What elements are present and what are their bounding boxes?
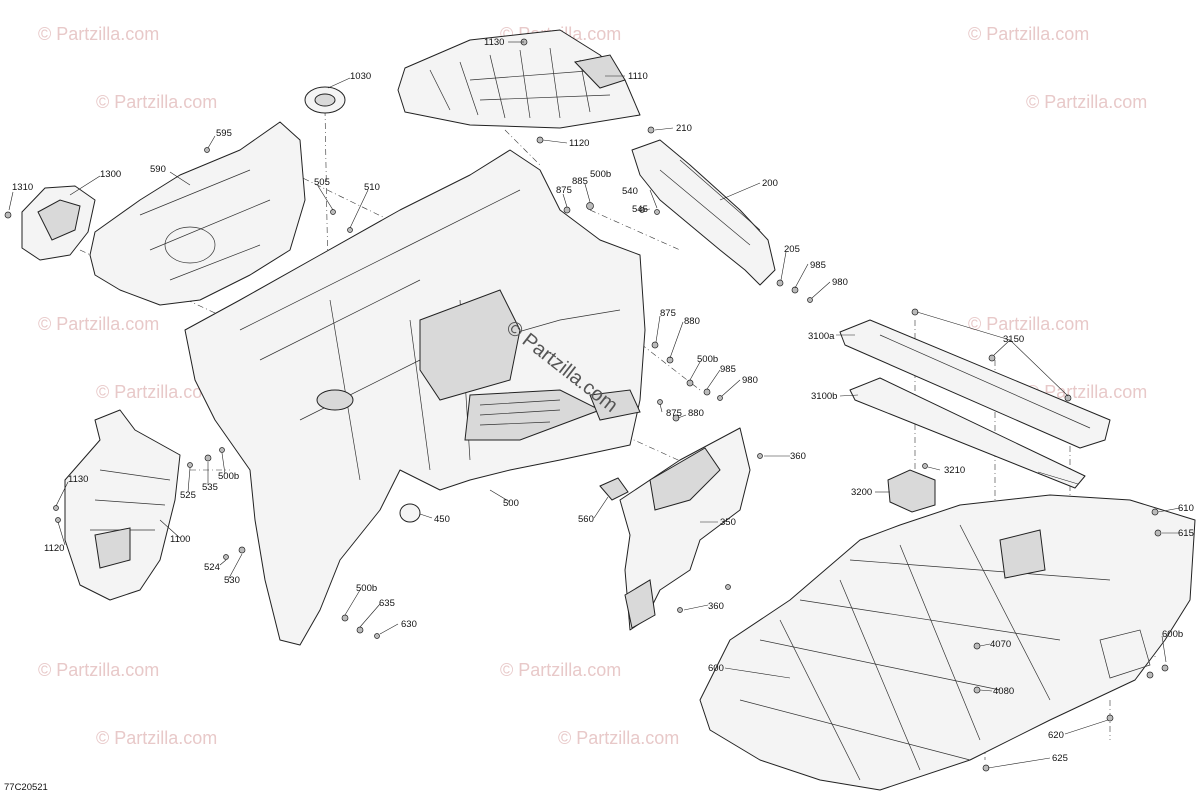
callout-label[interactable]: 545 bbox=[632, 204, 648, 215]
callout-label[interactable]: 4080 bbox=[993, 686, 1014, 697]
part-1110-top-cover bbox=[397, 29, 641, 129]
callout-label[interactable]: 4070 bbox=[990, 639, 1011, 650]
watermark: © Partzilla.com bbox=[968, 24, 1089, 44]
callout-label[interactable]: 600 bbox=[708, 663, 724, 674]
part-350-panel bbox=[619, 427, 751, 631]
callout-label[interactable]: 205 bbox=[784, 244, 800, 255]
callout-label[interactable]: 1300 bbox=[100, 169, 121, 180]
callout-label[interactable]: 3100a bbox=[808, 331, 835, 342]
callout-label[interactable]: 210 bbox=[676, 123, 692, 134]
watermark: © Partzilla.com bbox=[1026, 92, 1147, 112]
callout-label[interactable]: 875 bbox=[660, 308, 676, 319]
callout-label[interactable]: 1310 bbox=[12, 182, 33, 193]
watermark: © Partzilla.com bbox=[38, 24, 159, 44]
part-590-side-panel bbox=[89, 121, 306, 306]
callout-label[interactable]: 500b bbox=[356, 583, 377, 594]
callout-label[interactable]: 880 bbox=[688, 408, 704, 419]
diagram-reference-code: 77C20521 bbox=[4, 782, 48, 793]
callout-label[interactable]: 350 bbox=[720, 517, 736, 528]
watermark: © Partzilla.com bbox=[38, 660, 159, 680]
callout-label[interactable]: 615 bbox=[1178, 528, 1194, 539]
callout-label[interactable]: 1120 bbox=[44, 543, 64, 554]
callout-label[interactable]: 590 bbox=[150, 164, 166, 175]
callout-labels: 1130 1110 1120 1030 210 200 595 590 1300… bbox=[12, 37, 1194, 764]
callout-label[interactable]: 620 bbox=[1048, 730, 1064, 741]
callout-label[interactable]: 530 bbox=[224, 575, 240, 586]
part-600-floor-pan bbox=[699, 494, 1196, 791]
watermark: © Partzilla.com bbox=[38, 314, 159, 334]
fasteners bbox=[4, 38, 1169, 772]
part-3200-latch bbox=[887, 469, 936, 513]
callout-label[interactable]: 1120 bbox=[569, 138, 589, 149]
callout-label[interactable]: 595 bbox=[216, 128, 232, 139]
callout-label[interactable]: 875 bbox=[556, 185, 572, 196]
callout-label[interactable]: 3100b bbox=[811, 391, 837, 402]
callout-label[interactable]: 1100 bbox=[170, 534, 190, 545]
callout-label[interactable]: 985 bbox=[810, 260, 826, 271]
callout-label[interactable]: 1130 bbox=[484, 37, 504, 48]
part-450-grommet bbox=[399, 503, 421, 523]
part-200-bracket bbox=[631, 139, 776, 286]
callout-label[interactable]: 625 bbox=[1052, 753, 1068, 764]
callout-label[interactable]: 535 bbox=[202, 482, 218, 493]
watermark: © Partzilla.com bbox=[558, 728, 679, 748]
part-500-main-body bbox=[184, 149, 646, 646]
callout-label[interactable]: 980 bbox=[832, 277, 848, 288]
callout-label[interactable]: 875 bbox=[666, 408, 682, 419]
watermark: © Partzilla.com bbox=[500, 660, 621, 680]
callout-label[interactable]: 540 bbox=[622, 186, 638, 197]
callout-label[interactable]: 500b bbox=[697, 354, 718, 365]
callout-label[interactable]: 510 bbox=[364, 182, 380, 193]
watermark: © Partzilla.com bbox=[96, 728, 217, 748]
callout-label[interactable]: 505 bbox=[314, 177, 330, 188]
part-1030-grommet bbox=[304, 86, 346, 114]
callout-label[interactable]: 524 bbox=[204, 562, 220, 573]
callout-label[interactable]: 500 bbox=[503, 498, 519, 509]
callout-label[interactable]: 500b bbox=[218, 471, 239, 482]
watermark: © Partzilla.com bbox=[968, 314, 1089, 334]
callout-label[interactable]: 1030 bbox=[350, 71, 371, 82]
part-1100-lower-cover bbox=[64, 409, 181, 601]
callout-label[interactable]: 885 bbox=[572, 176, 588, 187]
callout-label[interactable]: 3200 bbox=[851, 487, 872, 498]
callout-label[interactable]: 985 bbox=[720, 364, 736, 375]
callout-label[interactable]: 3150 bbox=[1003, 334, 1024, 345]
leader-lines bbox=[8, 41, 1181, 769]
callout-label[interactable]: 200 bbox=[762, 178, 778, 189]
part-560-clip bbox=[599, 477, 629, 501]
watermark: © Partzilla.com bbox=[96, 92, 217, 112]
callout-label[interactable]: 450 bbox=[434, 514, 450, 525]
watermark: © Partzilla.com bbox=[96, 382, 217, 402]
part-3100a-plate bbox=[839, 319, 1111, 449]
watermark-layer: © Partzilla.com © Partzilla.com © Partzi… bbox=[38, 24, 1147, 748]
callout-label[interactable]: 500b bbox=[590, 169, 611, 180]
watermark: © Partzilla.com bbox=[1026, 382, 1147, 402]
part-1300-small-cover bbox=[21, 185, 96, 261]
callout-label[interactable]: 610 bbox=[1178, 503, 1194, 514]
callout-label[interactable]: 630 bbox=[401, 619, 417, 630]
callout-label[interactable]: 1130 bbox=[68, 474, 88, 485]
callout-label[interactable]: 635 bbox=[379, 598, 395, 609]
callout-label[interactable]: 880 bbox=[684, 316, 700, 327]
callout-label[interactable]: 600b bbox=[1162, 629, 1183, 640]
callout-label[interactable]: 980 bbox=[742, 375, 758, 386]
callout-label[interactable]: 525 bbox=[180, 490, 196, 501]
callout-label[interactable]: 360 bbox=[790, 451, 806, 462]
callout-label[interactable]: 1110 bbox=[628, 71, 648, 82]
callout-label[interactable]: 560 bbox=[578, 514, 594, 525]
callout-label[interactable]: 360 bbox=[708, 601, 724, 612]
callout-label[interactable]: 3210 bbox=[944, 465, 965, 476]
part-3100b-plate bbox=[849, 377, 1086, 489]
